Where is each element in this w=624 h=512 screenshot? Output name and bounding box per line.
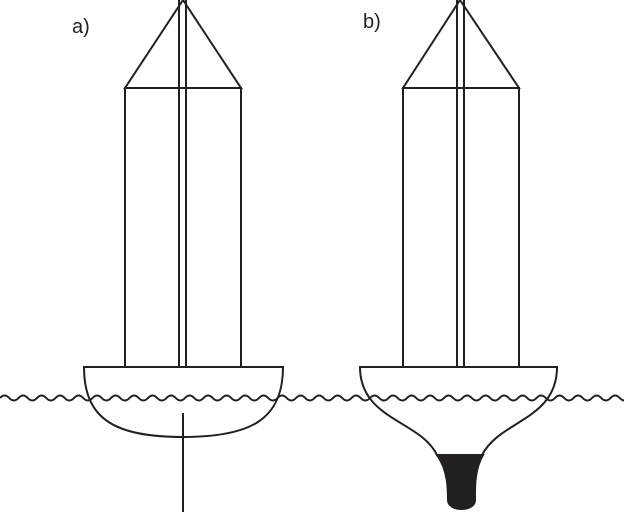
buoy-b-hull [358, 366, 559, 456]
buoy-b-ballast [435, 454, 485, 510]
buoy-b [358, 0, 559, 510]
buoy-a-body [124, 87, 242, 368]
buoy-a [82, 0, 285, 512]
label-a: a) [72, 16, 90, 38]
label-b: b) [363, 11, 381, 33]
buoy-b-body [402, 87, 520, 368]
buoy-a-spar-top [123, 0, 243, 89]
water-surface [0, 394, 624, 402]
buoy-b-spar-top [401, 0, 521, 89]
